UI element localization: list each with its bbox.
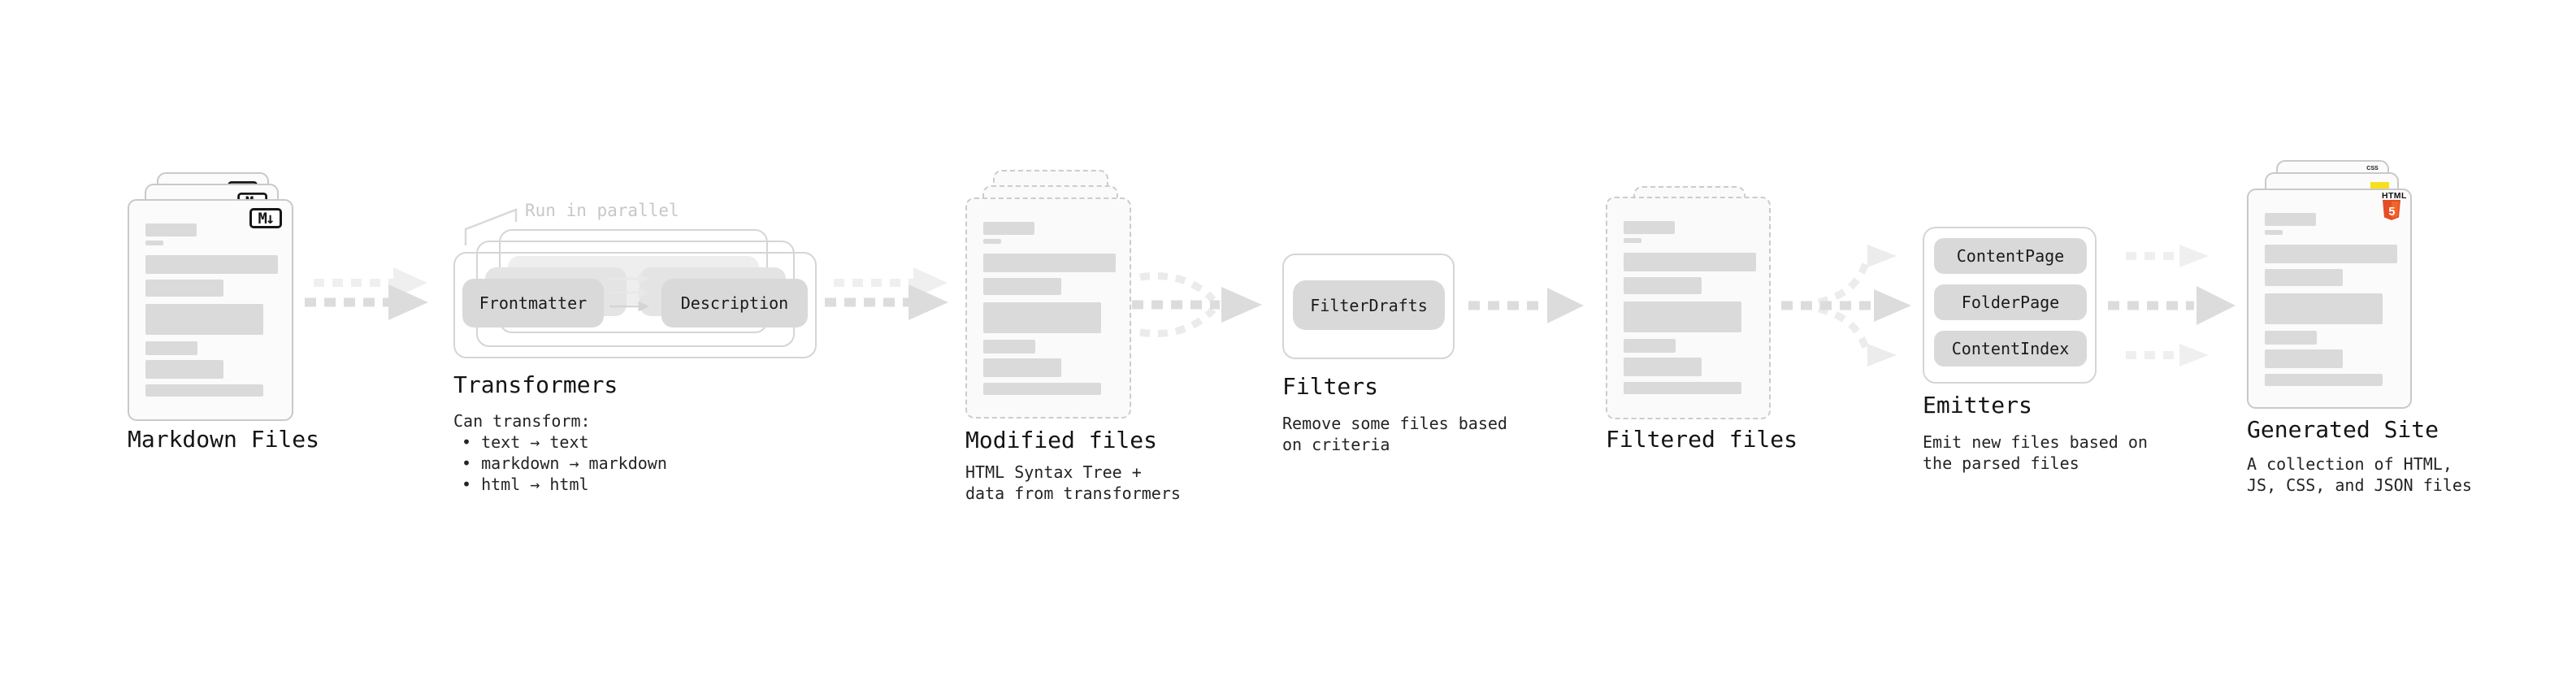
desc-line: Remove some files based (1282, 414, 1507, 433)
desc-line: on criteria (1282, 435, 1390, 454)
file-content-skeleton (983, 222, 1118, 395)
skeleton-text-bar (145, 384, 263, 397)
arrow-emitters-to-generated (2108, 245, 2236, 367)
desc-line: Emit new files based on (1923, 432, 2148, 452)
desc-line: Can transform: (453, 411, 591, 431)
transformer-node-frontmatter: Frontmatter (462, 279, 604, 327)
skeleton-text-bar (145, 360, 223, 379)
filtered-files-title: Filtered files (1606, 426, 1798, 453)
desc-line: data from transformers (965, 484, 1181, 503)
skeleton-text-bar (2265, 230, 2283, 235)
modified-file-card-front (965, 197, 1131, 419)
file-content-skeleton (2265, 213, 2399, 386)
skeleton-text-bar (2265, 331, 2317, 345)
skeleton-text-bar (1624, 339, 1676, 353)
skeleton-text-bar (145, 304, 263, 335)
file-content-skeleton (1624, 221, 1758, 394)
desc-bullet: markdown → markdown (453, 453, 667, 474)
skeleton-text-bar (983, 239, 1001, 244)
javascript-icon (2370, 182, 2389, 189)
modified-files-description: HTML Syntax Tree + data from transformer… (965, 462, 1181, 504)
skeleton-text-bar (983, 302, 1101, 333)
transformers-description: Can transform: text → text markdown → ma… (453, 410, 667, 495)
filter-node-filterdrafts: FilterDrafts (1293, 280, 1445, 330)
skeleton-text-bar (145, 255, 278, 274)
filters-title: Filters (1282, 373, 1379, 400)
desc-bullet: html → html (453, 474, 667, 495)
emitter-node-contentindex: ContentIndex (1934, 331, 2087, 367)
transformer-node-description: Description (661, 279, 808, 327)
svg-text:5: 5 (2388, 206, 2395, 219)
emitters-title: Emitters (1923, 392, 2032, 419)
file-content-skeleton (145, 223, 280, 397)
markdown-file-card-front: M↓ (128, 199, 293, 421)
skeleton-text-bar (983, 278, 1061, 295)
skeleton-text-bar (145, 223, 197, 236)
skeleton-text-bar (2265, 374, 2383, 386)
skeleton-text-bar (2265, 269, 2343, 286)
transformer-frame-front (453, 252, 817, 358)
skeleton-text-bar (145, 280, 223, 297)
annotation-leader-line (464, 208, 518, 245)
arrow-markdown-to-transformers (305, 267, 428, 320)
arrow-filters-to-filtered (1468, 288, 1584, 323)
skeleton-text-bar (145, 341, 197, 355)
skeleton-text-bar (1624, 221, 1675, 234)
run-in-parallel-label: Run in parallel (525, 201, 679, 220)
transformers-title: Transformers (453, 371, 618, 398)
skeleton-text-bar (983, 383, 1101, 395)
skeleton-text-bar (983, 222, 1034, 235)
skeleton-text-bar (1624, 277, 1702, 294)
arrow-transformers-to-modified (825, 267, 948, 320)
generated-site-title: Generated Site (2247, 416, 2439, 443)
skeleton-text-bar (1624, 253, 1756, 271)
desc-line: JS, CSS, and JSON files (2247, 475, 2472, 495)
skeleton-text-bar (1624, 238, 1641, 243)
skeleton-text-bar (983, 254, 1116, 272)
skeleton-text-bar (145, 241, 163, 245)
skeleton-text-bar (983, 358, 1061, 377)
skeleton-text-bar (983, 340, 1035, 354)
emitter-node-folderpage: FolderPage (1934, 284, 2087, 320)
emitters-description: Emit new files based on the parsed files (1923, 432, 2148, 474)
filters-description: Remove some files based on criteria (1282, 413, 1507, 455)
desc-line: A collection of HTML, (2247, 454, 2452, 474)
skeleton-text-bar (2265, 245, 2397, 263)
modified-files-title: Modified files (965, 427, 1158, 453)
generated-file-card-front: HTML 5 (2247, 189, 2412, 409)
html5-icon: HTML 5 (2382, 191, 2407, 220)
skeleton-text-bar (2265, 349, 2343, 368)
markdown-files-title: Markdown Files (128, 426, 320, 453)
emitter-node-contentpage: ContentPage (1934, 238, 2087, 274)
skeleton-text-bar (1624, 301, 1741, 332)
desc-bullet: text → text (453, 432, 667, 453)
generated-site-description: A collection of HTML, JS, CSS, and JSON … (2247, 453, 2472, 496)
skeleton-text-bar (2265, 213, 2316, 226)
desc-line: HTML Syntax Tree + (965, 462, 1142, 482)
skeleton-text-bar (2265, 293, 2383, 324)
skeleton-text-bar (1624, 358, 1702, 376)
parallel-arrows-icon (609, 273, 650, 312)
desc-line: the parsed files (1923, 453, 2079, 473)
filtered-file-card-front (1606, 197, 1771, 419)
arrow-modified-to-filters (1132, 272, 1262, 337)
arrow-filtered-to-emitters (1781, 245, 1911, 367)
skeleton-text-bar (1624, 382, 1741, 394)
markdown-icon: M↓ (249, 208, 282, 228)
